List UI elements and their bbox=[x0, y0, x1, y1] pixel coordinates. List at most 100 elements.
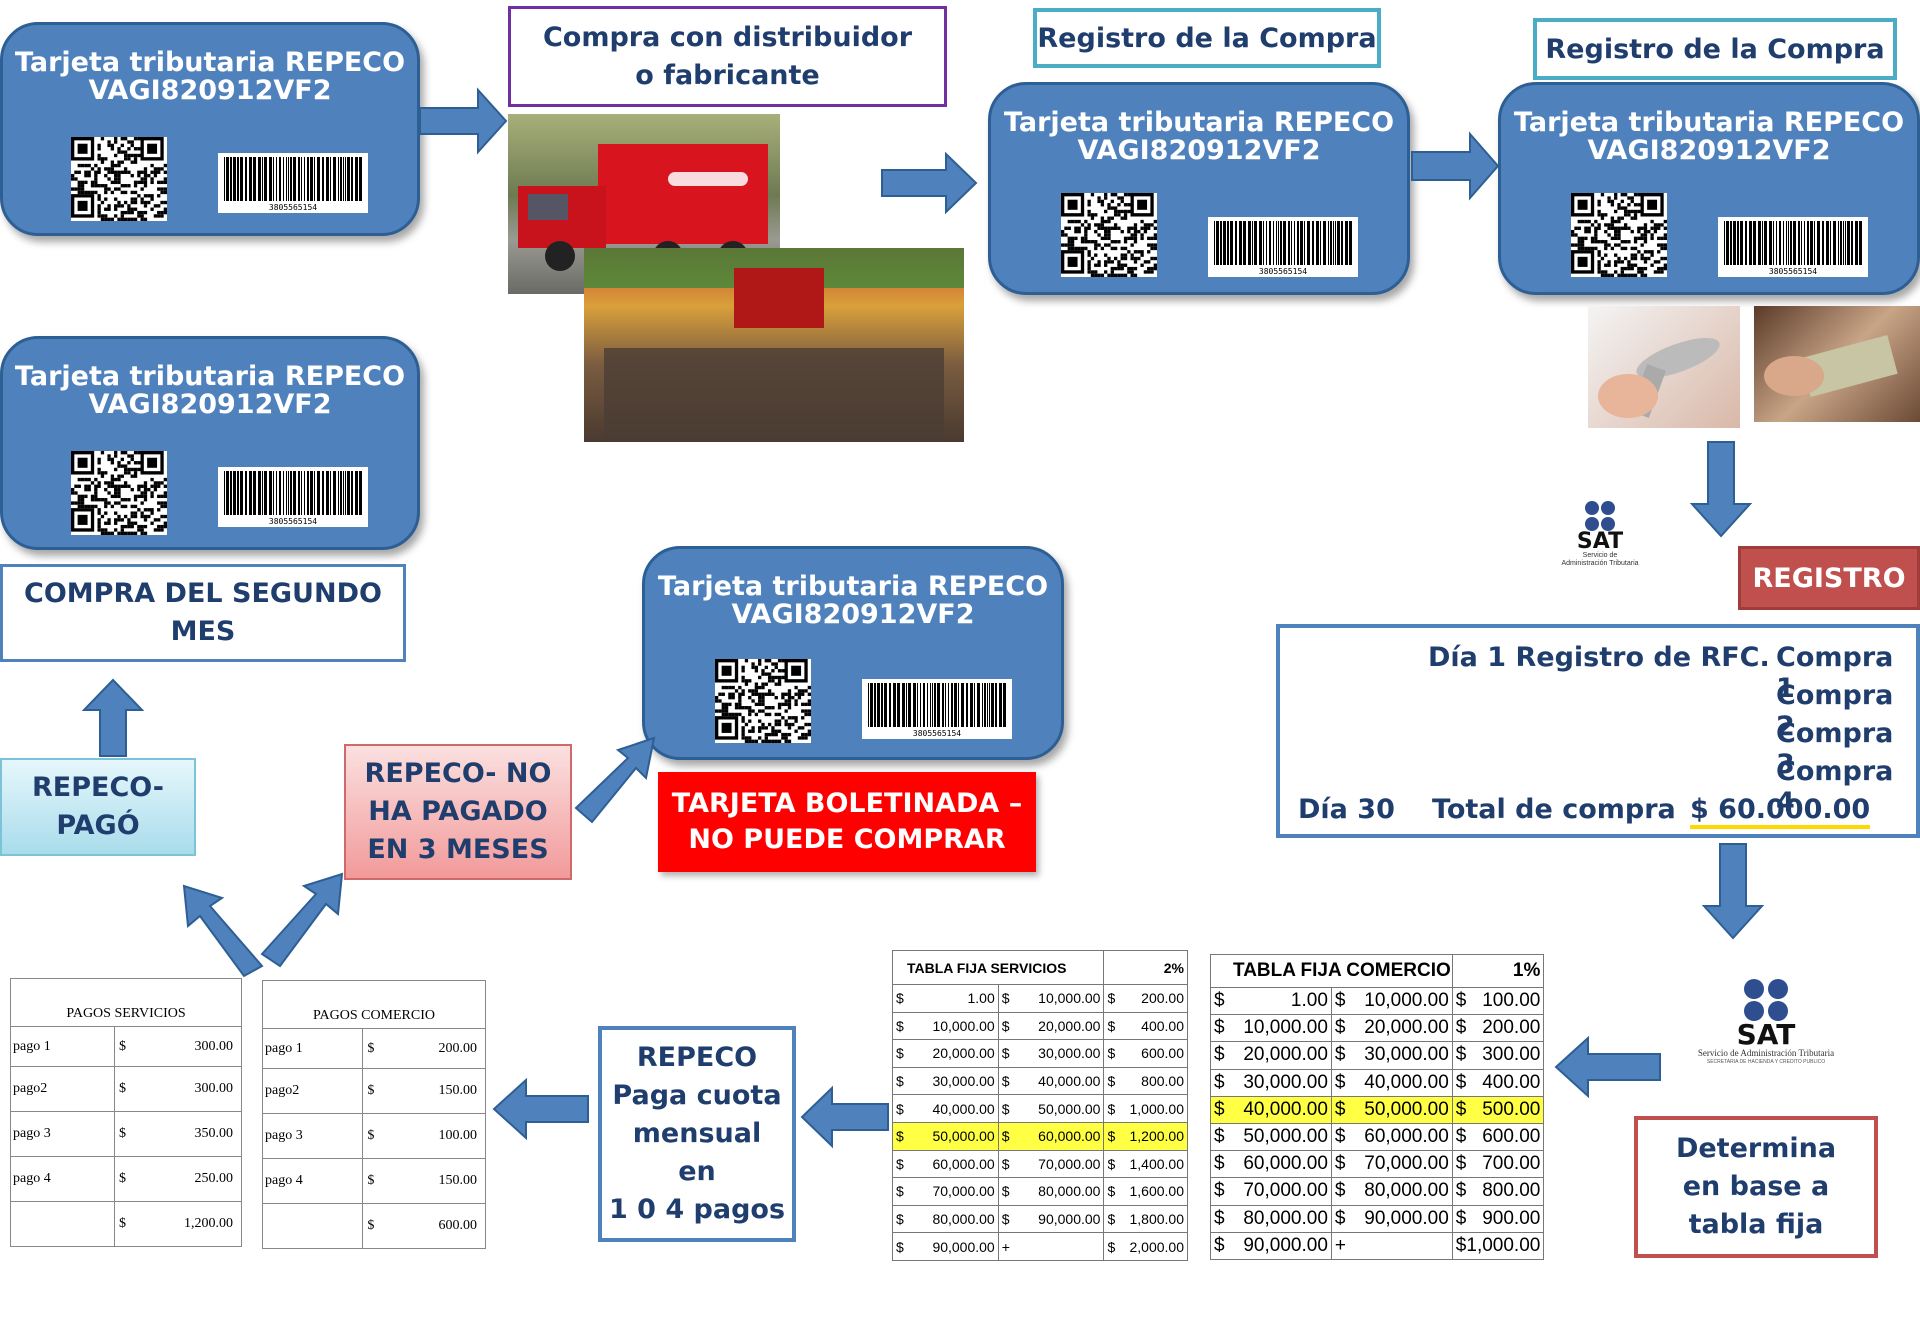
table-cell: $600.00 bbox=[1103, 1039, 1188, 1068]
table-row: $90,000.00+$2,000.00 bbox=[892, 1232, 1188, 1261]
pago-label bbox=[261, 1203, 364, 1249]
sat-logo-small: SAT Servicio de Administración Tributari… bbox=[1544, 500, 1656, 580]
pago-amount: $150.00 bbox=[362, 1158, 486, 1204]
table-cell: $500.00 bbox=[1451, 1095, 1545, 1124]
svg-text:3805565154: 3805565154 bbox=[1769, 267, 1817, 276]
table-cell: $50,000.00 bbox=[892, 1121, 999, 1151]
table-row: pago 4$250.00 bbox=[10, 1156, 243, 1202]
pago-label bbox=[10, 1201, 115, 1247]
arrow-left-3 bbox=[492, 1077, 589, 1141]
pago-label: pago 3 bbox=[261, 1113, 364, 1159]
table-row: pago 4$150.00 bbox=[261, 1158, 486, 1204]
table-row: $80,000.00$90,000.00$1,800.00 bbox=[892, 1204, 1188, 1234]
pago-label: pago 4 bbox=[261, 1158, 364, 1204]
pago-amount: $600.00 bbox=[362, 1203, 486, 1249]
table-row: pago 1$300.00 bbox=[10, 1026, 243, 1067]
table-row: pago2$150.00 bbox=[261, 1068, 486, 1114]
tabla-comercio-rate: 1% bbox=[1451, 954, 1545, 988]
table-row: $30,000.00$40,000.00$400.00 bbox=[1210, 1068, 1545, 1097]
table-cell: $10,000.00 bbox=[997, 984, 1105, 1013]
tabla-servicios-rate: 2% bbox=[1103, 950, 1188, 985]
compra-2-text: Compra 2 bbox=[1776, 680, 1894, 742]
table-row: $60,000.00$70,000.00$700.00 bbox=[1210, 1150, 1545, 1179]
arrow-left-1 bbox=[1554, 1035, 1661, 1099]
table-cell: $40,000.00 bbox=[1210, 1095, 1332, 1124]
table-cell: $20,000.00 bbox=[997, 1011, 1105, 1041]
table-cell: $700.00 bbox=[1451, 1150, 1545, 1179]
table-cell: $50,000.00 bbox=[1210, 1122, 1332, 1152]
sat-sub1: Servicio de bbox=[1582, 552, 1618, 559]
table-row: pago 3$100.00 bbox=[261, 1113, 486, 1159]
svg-text:3805565154: 3805565154 bbox=[269, 517, 317, 526]
table-row: pago 3$350.00 bbox=[10, 1111, 243, 1157]
table-cell: $1,200.00 bbox=[1103, 1121, 1188, 1151]
table-row: $80,000.00$90,000.00$900.00 bbox=[1210, 1204, 1545, 1233]
table-cell: $20,000.00 bbox=[892, 1039, 999, 1068]
sat-logo-large: SAT Servicio de Administración Tributari… bbox=[1674, 978, 1858, 1074]
table-cell: $60,000.00 bbox=[1210, 1150, 1332, 1179]
table-cell: $70,000.00 bbox=[997, 1149, 1105, 1179]
table-cell: $1.00 bbox=[892, 984, 999, 1013]
table-cell: $2,000.00 bbox=[1103, 1232, 1188, 1261]
sat-sub2: SECRETARIA DE HACIENDA Y CREDITO PUBLICO bbox=[1706, 1059, 1826, 1065]
svg-text:3805565154: 3805565154 bbox=[1259, 267, 1307, 276]
pago-amount: $300.00 bbox=[113, 1026, 243, 1067]
barcode-icon: 3805565154 bbox=[1208, 217, 1358, 277]
table-cell: $80,000.00 bbox=[892, 1204, 999, 1234]
table-row: $90,000.00+$1,000.00 bbox=[1210, 1231, 1545, 1260]
table-cell: $60,000.00 bbox=[997, 1121, 1105, 1151]
table-row: pago 1$200.00 bbox=[261, 1028, 486, 1069]
table-cell: $1,400.00 bbox=[1103, 1149, 1188, 1179]
table-cell: $80,000.00 bbox=[1210, 1204, 1332, 1233]
pagos-servicios-title: PAGOS SERVICIOS bbox=[10, 978, 242, 1027]
qr-code-icon bbox=[1061, 193, 1157, 277]
table-cell: $70,000.00 bbox=[1330, 1150, 1453, 1179]
barcode-icon: 3805565154 bbox=[1718, 217, 1868, 277]
table-row: $50,000.00$60,000.00$600.00 bbox=[1210, 1122, 1545, 1152]
pago-amount: $200.00 bbox=[362, 1028, 486, 1069]
barcode-icon: 3805565154 bbox=[862, 679, 1012, 739]
table-cell: $400.00 bbox=[1451, 1068, 1545, 1097]
tabla-fija-comercio: TABLA FIJA COMERCIO 1% $1.00$10,000.00$1… bbox=[1210, 954, 1545, 1260]
table-cell: $1,800.00 bbox=[1103, 1204, 1188, 1234]
table-row: $600.00 bbox=[261, 1203, 486, 1249]
tabla-comercio-title: TABLA FIJA COMERCIO bbox=[1210, 954, 1453, 988]
svg-text:3805565154: 3805565154 bbox=[913, 729, 961, 738]
pago-amount: $250.00 bbox=[113, 1156, 243, 1202]
arrow-down-2 bbox=[1701, 843, 1765, 940]
sat-dots-icon bbox=[1585, 501, 1615, 531]
table-row: $40,000.00$50,000.00$500.00 bbox=[1210, 1095, 1545, 1124]
table-row: $70,000.00$80,000.00$1,600.00 bbox=[892, 1177, 1188, 1206]
table-row: pago2$300.00 bbox=[10, 1066, 243, 1112]
qr-code-icon bbox=[71, 451, 167, 535]
table-cell: $100.00 bbox=[1451, 986, 1545, 1016]
arrow-right-1 bbox=[420, 87, 508, 155]
qr-code-icon bbox=[71, 137, 167, 221]
table-row: $20,000.00$30,000.00$300.00 bbox=[1210, 1041, 1545, 1070]
table-cell: $40,000.00 bbox=[997, 1066, 1105, 1096]
arrow-up-1 bbox=[81, 678, 145, 757]
arrow-diag-up-left bbox=[182, 884, 264, 978]
sat-logo-text: SAT bbox=[1736, 1018, 1796, 1051]
pago-label: pago 1 bbox=[10, 1026, 115, 1067]
registro-compra-label-2: Registro de la Compra bbox=[1533, 18, 1897, 80]
table-cell: $600.00 bbox=[1451, 1122, 1545, 1152]
store-icon bbox=[584, 248, 964, 442]
table-row: $70,000.00$80,000.00$800.00 bbox=[1210, 1177, 1545, 1206]
pago-label: pago 3 bbox=[10, 1111, 115, 1157]
table-cell: $300.00 bbox=[1451, 1041, 1545, 1070]
table-cell: $90,000.00 bbox=[892, 1232, 999, 1261]
table-row: $30,000.00$40,000.00$800.00 bbox=[892, 1066, 1188, 1096]
table-cell: $10,000.00 bbox=[1330, 986, 1453, 1016]
table-cell: $200.00 bbox=[1103, 984, 1188, 1013]
pago-label: pago2 bbox=[261, 1068, 364, 1114]
